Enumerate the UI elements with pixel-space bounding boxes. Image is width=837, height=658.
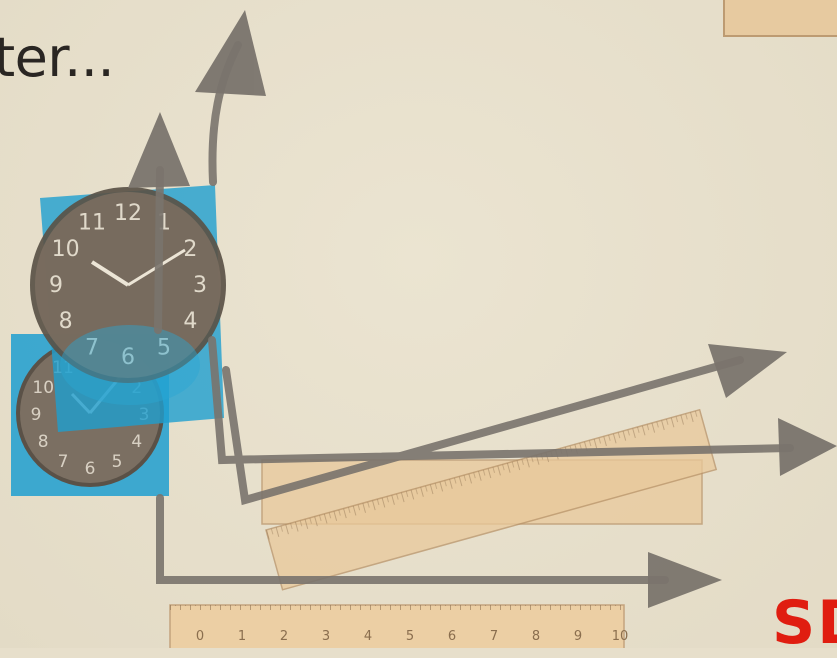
- clock-numeral: 6: [85, 459, 96, 479]
- ruler-tick-label: 8: [532, 629, 540, 644]
- ruler-tick-label: 1: [238, 629, 246, 644]
- clock-numeral: 7: [58, 452, 69, 472]
- ruler-tick-label: 4: [364, 629, 372, 644]
- clock-numeral: 9: [49, 273, 63, 298]
- clock-numeral: 12: [114, 201, 142, 226]
- clock-numeral: 11: [78, 211, 106, 236]
- ruler-tick-label: 10: [612, 629, 629, 644]
- clock-numeral: 8: [38, 432, 49, 452]
- ruler-tick-label: 6: [448, 629, 456, 644]
- ruler-tick-label: 9: [574, 629, 582, 644]
- ruler-tick-label: 5: [406, 629, 414, 644]
- clock-numeral: 8: [59, 309, 73, 334]
- clock-numeral: 10: [52, 237, 80, 262]
- clock-numeral: 4: [131, 432, 142, 452]
- clock-numeral: 4: [183, 309, 197, 334]
- ruler-icon: 0 1 2 3 4 5 6 7 8 9 10: [170, 605, 628, 648]
- ruler-tick-label: 3: [322, 629, 330, 644]
- ruler-tick-label: 0: [196, 629, 204, 644]
- clock-numeral: 3: [193, 273, 207, 298]
- ruler-tick-label: 2: [280, 629, 288, 644]
- clock-numeral: 10: [32, 378, 54, 398]
- clock-numeral: 9: [31, 405, 42, 425]
- ruler-tick-label: 7: [490, 629, 498, 644]
- ruler-icon: [724, 0, 837, 36]
- clock-numeral: 2: [183, 237, 197, 262]
- clock-numeral: 5: [112, 452, 123, 472]
